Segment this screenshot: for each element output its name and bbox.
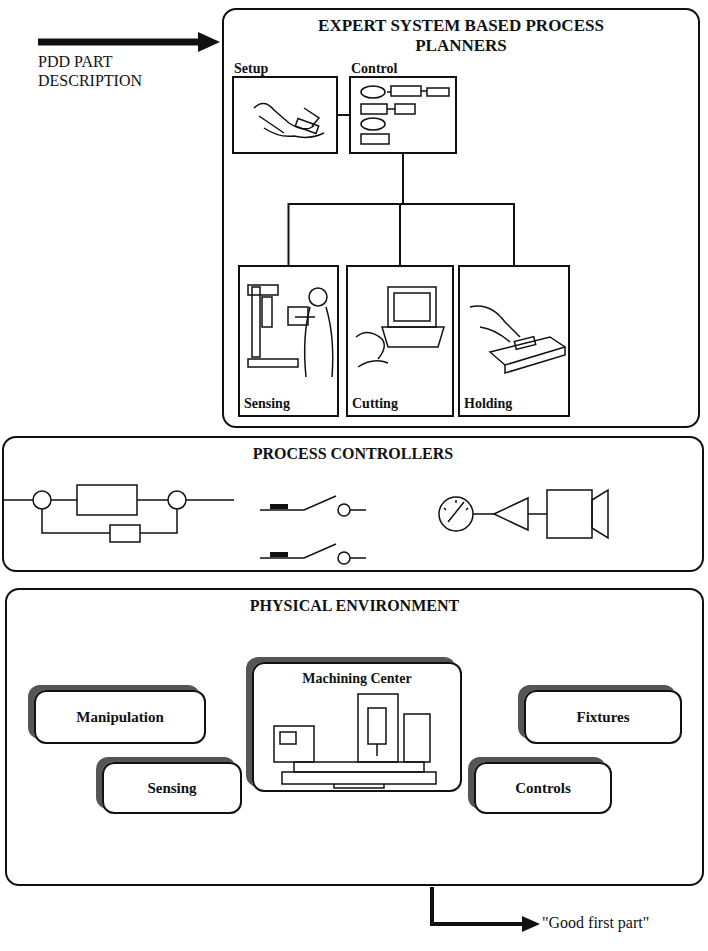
arrow-head — [522, 916, 540, 932]
connector — [338, 114, 349, 116]
shadow-box: Sensing — [102, 762, 242, 814]
illustration-box: Control — [349, 76, 457, 154]
shadow-box: Manipulation — [34, 690, 206, 744]
rounded-panel: EXPERT SYSTEM BASED PROCESS PLANNERS Setu… — [222, 8, 700, 428]
illustration-box: Sensing — [238, 265, 339, 417]
illustration — [460, 267, 568, 415]
shadow-box: Fixtures — [524, 690, 682, 744]
shadow-box: Machining Center — [252, 662, 462, 792]
node-text: Control — [351, 60, 397, 77]
arrow-head — [198, 32, 220, 52]
input-arrow — [38, 39, 200, 46]
free-label: PDD PART DESCRIPTION — [38, 52, 178, 90]
rounded-panel: PROCESS CONTROLLERS — [2, 436, 704, 572]
illustration-box: Holding — [458, 265, 570, 417]
connector — [403, 154, 514, 265]
illustration-box: Setup — [232, 76, 338, 154]
node-text: Controls — [476, 779, 610, 797]
illustration — [348, 267, 452, 415]
node-text: Sensing — [104, 779, 240, 797]
node-text: PHYSICAL ENVIRONMENT — [7, 596, 702, 615]
node-text: Cutting — [352, 395, 398, 412]
shadow-box: Controls — [474, 762, 612, 814]
node-text: Holding — [464, 395, 512, 412]
illustration — [240, 267, 337, 415]
illustration — [351, 78, 455, 152]
free-label: "Good first part" — [542, 913, 702, 932]
rounded-panel: PHYSICAL ENVIRONMENT Machining CenterMani… — [5, 588, 704, 886]
illustration — [234, 78, 336, 152]
node-text: Manipulation — [36, 708, 204, 726]
node-text: PROCESS CONTROLLERS — [4, 444, 702, 463]
node-text: Sensing — [244, 395, 290, 412]
node-text: Setup — [234, 60, 268, 77]
node-text: Machining Center — [254, 670, 460, 687]
node-text: Fixtures — [526, 708, 680, 726]
illustration-box: Cutting — [346, 265, 454, 417]
node-text: EXPERT SYSTEM BASED PROCESS PLANNERS — [311, 16, 611, 56]
connector — [289, 154, 404, 265]
output-arrow — [432, 887, 524, 924]
